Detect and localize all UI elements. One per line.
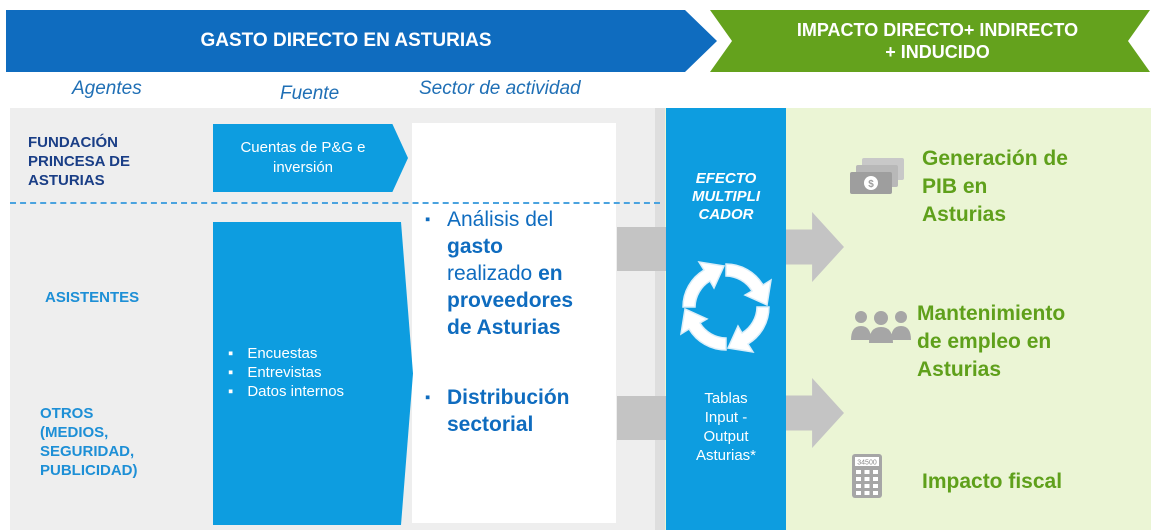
people-group-icon: [851, 311, 911, 343]
agent-others-line: OTROS: [40, 405, 94, 422]
sector-distribution: ▪ Distribución sectorial: [425, 384, 617, 438]
column-header-agents: Agentes: [72, 78, 142, 99]
outcome-employment: Mantenimiento de empleo en Asturias: [917, 300, 1065, 384]
flow-arrow-distribution: [617, 396, 666, 440]
agent-foundation: FUNDACIÓN PRINCESA DE ASTURIAS: [28, 133, 130, 190]
calculator-display: 34500: [857, 460, 877, 467]
sector-analysis-text: en: [538, 262, 563, 285]
flow-arrow-analysis: [617, 227, 666, 271]
source-accounts-line: Cuentas de P&G e: [240, 139, 366, 156]
multiplier-title-line: EFECTO: [695, 170, 757, 187]
bullet-icon: ▪: [425, 389, 431, 406]
source-method-item: Entrevistas: [228, 363, 344, 382]
outcome-gdp-line: Generación de: [922, 147, 1068, 170]
column-header-source: Fuente: [280, 83, 340, 104]
sector-analysis-line: Análisis del: [447, 208, 554, 231]
sector-analysis-text: realizado: [447, 262, 539, 285]
sector-analysis-line: proveedores: [447, 289, 574, 312]
multiplier-title-line: CADOR: [698, 206, 754, 223]
sector-box: [412, 123, 616, 523]
outcome-fiscal: Impacto fiscal: [922, 470, 1063, 493]
column-header-sector: Sector de actividad: [419, 78, 581, 99]
source-method-item: Datos internos: [228, 382, 344, 401]
agent-foundation-line: ASTURIAS: [28, 172, 105, 189]
sector-analysis-line: gasto: [447, 235, 504, 258]
multiplier-tables-line: Input -: [704, 409, 748, 426]
agent-foundation-line: PRINCESA DE: [28, 153, 130, 170]
outcome-gdp-line: Asturias: [922, 203, 1007, 226]
multiplier-tables-line: Tablas: [704, 390, 748, 407]
sector-analysis-line: de Asturias: [447, 316, 561, 339]
agent-others-line: (MEDIOS,: [40, 424, 109, 441]
outcome-gdp-line: PIB en: [922, 175, 988, 198]
money-bills-icon: $: [850, 158, 904, 194]
source-method-item: Encuestas: [228, 344, 344, 363]
multiplier-tables-line: Asturias*: [695, 447, 757, 464]
direct-spending-banner: [6, 10, 717, 72]
outcome-gdp: Generación de PIB en Asturias: [922, 145, 1068, 229]
source-accounts: Cuentas de P&G e inversión: [213, 124, 393, 192]
multiplier-title-line: MULTIPLI: [691, 188, 761, 205]
outcome-employment-line: Mantenimiento: [917, 302, 1066, 325]
sector-analysis: ▪ Análisis del gasto realizado en provee…: [425, 206, 617, 341]
agent-foundation-line: FUNDACIÓN: [28, 134, 118, 151]
direct-spending-title: GASTO DIRECTO EN ASTURIAS: [200, 30, 492, 51]
circular-arrows-icon: [679, 260, 773, 354]
svg-text:$: $: [868, 179, 874, 190]
bullet-icon: ▪: [425, 211, 431, 228]
outcome-employment-line: Asturias: [917, 358, 1002, 381]
dashed-separator: [10, 202, 660, 204]
source-accounts-arrow: [213, 124, 408, 192]
sector-distribution-line: sectorial: [447, 413, 534, 436]
panel-divider: [655, 108, 665, 530]
impact-title-line2: + INDUCIDO: [885, 42, 990, 62]
multiplier-tables-line: Output: [703, 428, 749, 445]
sector-analysis-line: realizado en: [447, 260, 617, 287]
impact-title: IMPACTO DIRECTO+ INDIRECTO + INDUCIDO: [740, 10, 1135, 72]
agent-attendees: ASISTENTES: [45, 289, 140, 306]
outcome-employment-line: de empleo en: [917, 330, 1052, 353]
agent-others-line: SEGURIDAD,: [40, 443, 135, 460]
multiplier-title: EFECTO MULTIPLI CADOR: [666, 170, 786, 224]
calculator-icon: 34500: [852, 454, 882, 498]
sector-distribution-line: Distribución: [447, 386, 570, 409]
agent-others: OTROS (MEDIOS, SEGURIDAD, PUBLICIDAD): [40, 404, 138, 480]
impact-banner: [710, 10, 1150, 72]
source-methods-list: Encuestas Entrevistas Datos internos: [228, 344, 344, 401]
multiplier-tables: Tablas Input - Output Asturias*: [666, 389, 786, 465]
source-accounts-line: inversión: [272, 159, 334, 176]
agent-others-line: PUBLICIDAD): [40, 462, 138, 479]
impact-title-line1: IMPACTO DIRECTO+ INDIRECTO: [796, 20, 1079, 40]
